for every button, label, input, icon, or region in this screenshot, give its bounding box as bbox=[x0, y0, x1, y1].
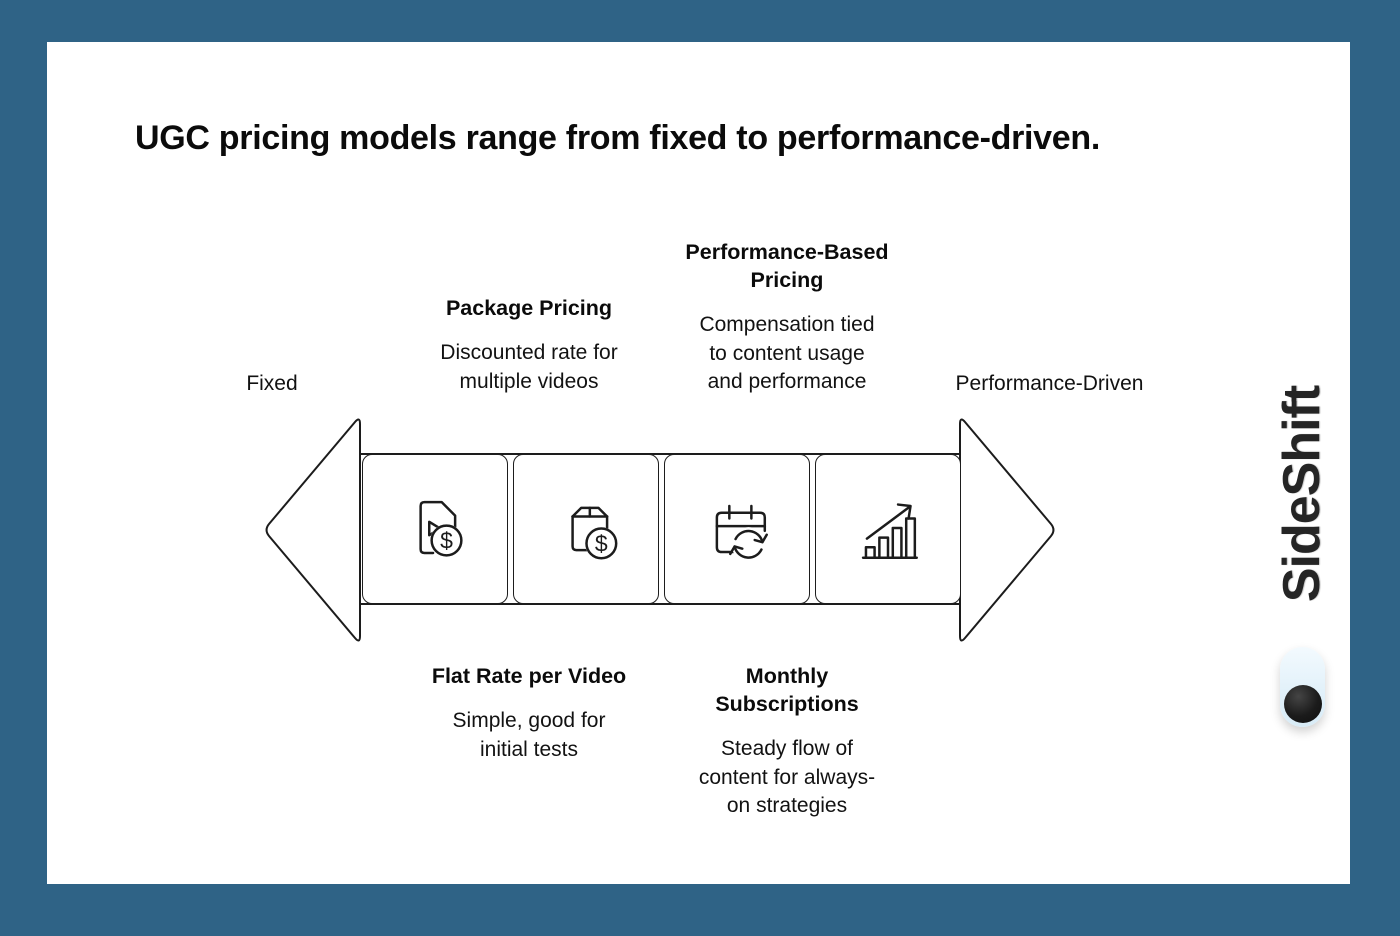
sideshift-toggle[interactable] bbox=[1280, 647, 1325, 727]
page-title: UGC pricing models range from fixed to p… bbox=[135, 119, 1100, 157]
growth-chart-icon bbox=[861, 503, 918, 559]
model-description: Steady flow of content for always- on st… bbox=[698, 737, 876, 817]
arrow-left-head-icon bbox=[265, 418, 361, 642]
video-file-dollar-icon: $ bbox=[419, 500, 463, 557]
slide-card: UGC pricing models range from fixed to p… bbox=[47, 42, 1350, 884]
spectrum-right-label: Performance-Driven bbox=[955, 372, 1144, 395]
sideshift-logo[interactable]: SideShift bbox=[1273, 385, 1331, 603]
model-box-flat-rate: $ bbox=[362, 454, 508, 604]
model-label-package: Package Pricing Discounted rate for mult… bbox=[399, 294, 659, 396]
model-description: Compensation tied to content usage and p… bbox=[699, 313, 875, 393]
model-heading: Performance-Based Pricing bbox=[685, 240, 889, 292]
model-description: Discounted rate for multiple videos bbox=[440, 341, 618, 393]
spectrum-left-label: Fixed bbox=[246, 372, 298, 395]
model-heading: Monthly Subscriptions bbox=[715, 664, 859, 716]
toggle-knob-icon bbox=[1283, 685, 1322, 723]
model-label-flat-rate: Flat Rate per Video Simple, good for ini… bbox=[399, 662, 659, 764]
model-label-monthly: Monthly Subscriptions Steady flow of con… bbox=[657, 662, 917, 821]
arrow-right-head-icon bbox=[959, 418, 1055, 642]
model-label-performance: Performance-Based Pricing Compensation t… bbox=[657, 238, 917, 397]
model-box-monthly bbox=[664, 454, 810, 604]
model-box-package: $ bbox=[513, 454, 659, 604]
package-dollar-icon: $ bbox=[571, 506, 618, 560]
calendar-refresh-icon bbox=[715, 504, 768, 562]
svg-text:$: $ bbox=[440, 528, 453, 554]
model-heading: Package Pricing bbox=[445, 296, 613, 320]
svg-text:$: $ bbox=[595, 531, 608, 557]
model-description: Simple, good for initial tests bbox=[452, 709, 606, 761]
model-heading: Flat Rate per Video bbox=[431, 664, 627, 688]
model-box-performance bbox=[815, 454, 961, 604]
